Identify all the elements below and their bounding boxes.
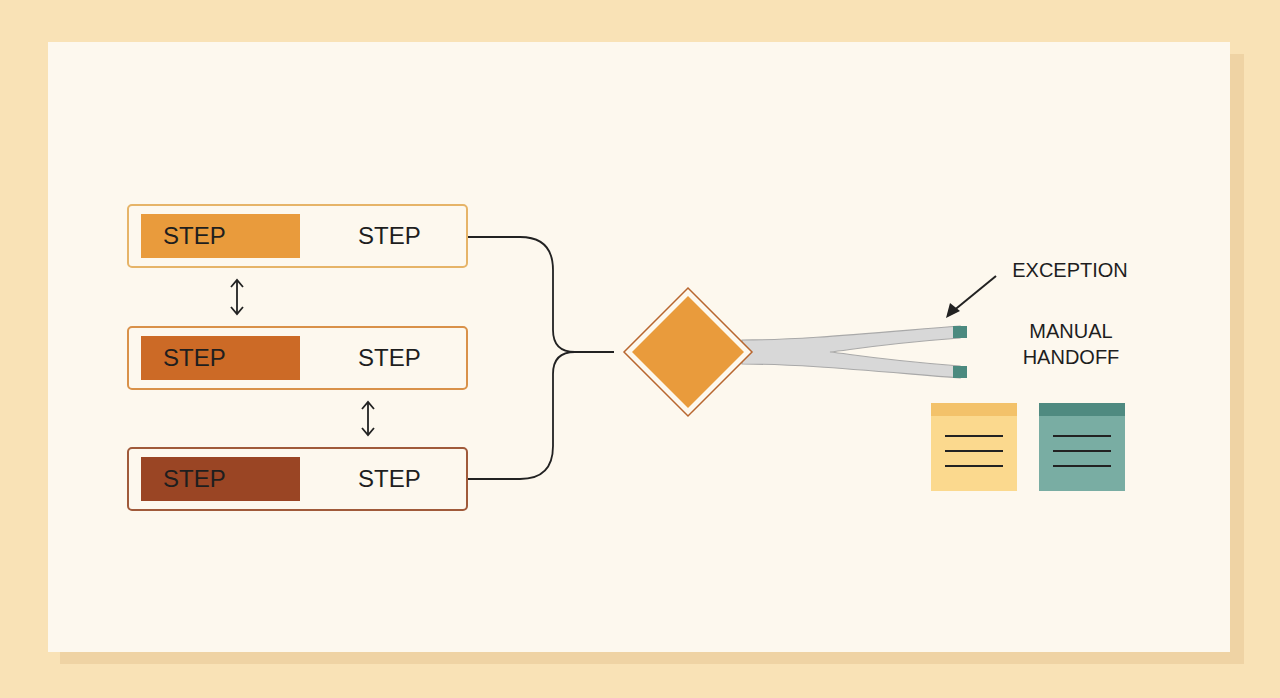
decision-diamond-outline bbox=[624, 288, 752, 416]
fork-split bbox=[742, 326, 960, 378]
double-arrow bbox=[231, 280, 243, 314]
sticky-note-band bbox=[931, 403, 1017, 416]
leader-line bbox=[952, 276, 996, 312]
step-text: STEP bbox=[358, 346, 421, 370]
step-text: STEP bbox=[358, 467, 421, 491]
process-box: STEP STEP bbox=[127, 204, 468, 268]
sticky-note bbox=[931, 403, 1017, 491]
step-tag: STEP bbox=[141, 336, 300, 380]
callout-label: EXCEPTION bbox=[990, 257, 1150, 283]
decision-diamond bbox=[632, 296, 744, 408]
arrow-head bbox=[946, 303, 960, 318]
merge-bracket bbox=[468, 237, 614, 479]
paper-card bbox=[48, 42, 1230, 652]
note-lines bbox=[945, 436, 1003, 466]
step-tag: STEP bbox=[141, 457, 300, 501]
note-lines bbox=[1053, 436, 1111, 466]
sticky-note-band bbox=[1039, 403, 1125, 416]
fork-tip bbox=[953, 366, 967, 378]
step-text: STEP bbox=[358, 224, 421, 248]
step-text: STEP bbox=[163, 224, 226, 248]
process-box: STEP STEP bbox=[127, 326, 468, 390]
double-arrow bbox=[362, 402, 374, 435]
step-text: STEP bbox=[163, 346, 226, 370]
step-text: STEP bbox=[163, 467, 226, 491]
sticky-note bbox=[1039, 403, 1125, 491]
note-label: MANUAL HANDOFF bbox=[1011, 318, 1131, 370]
fork-tip bbox=[953, 326, 967, 338]
process-box: STEP STEP bbox=[127, 447, 468, 511]
step-tag: STEP bbox=[141, 214, 300, 258]
